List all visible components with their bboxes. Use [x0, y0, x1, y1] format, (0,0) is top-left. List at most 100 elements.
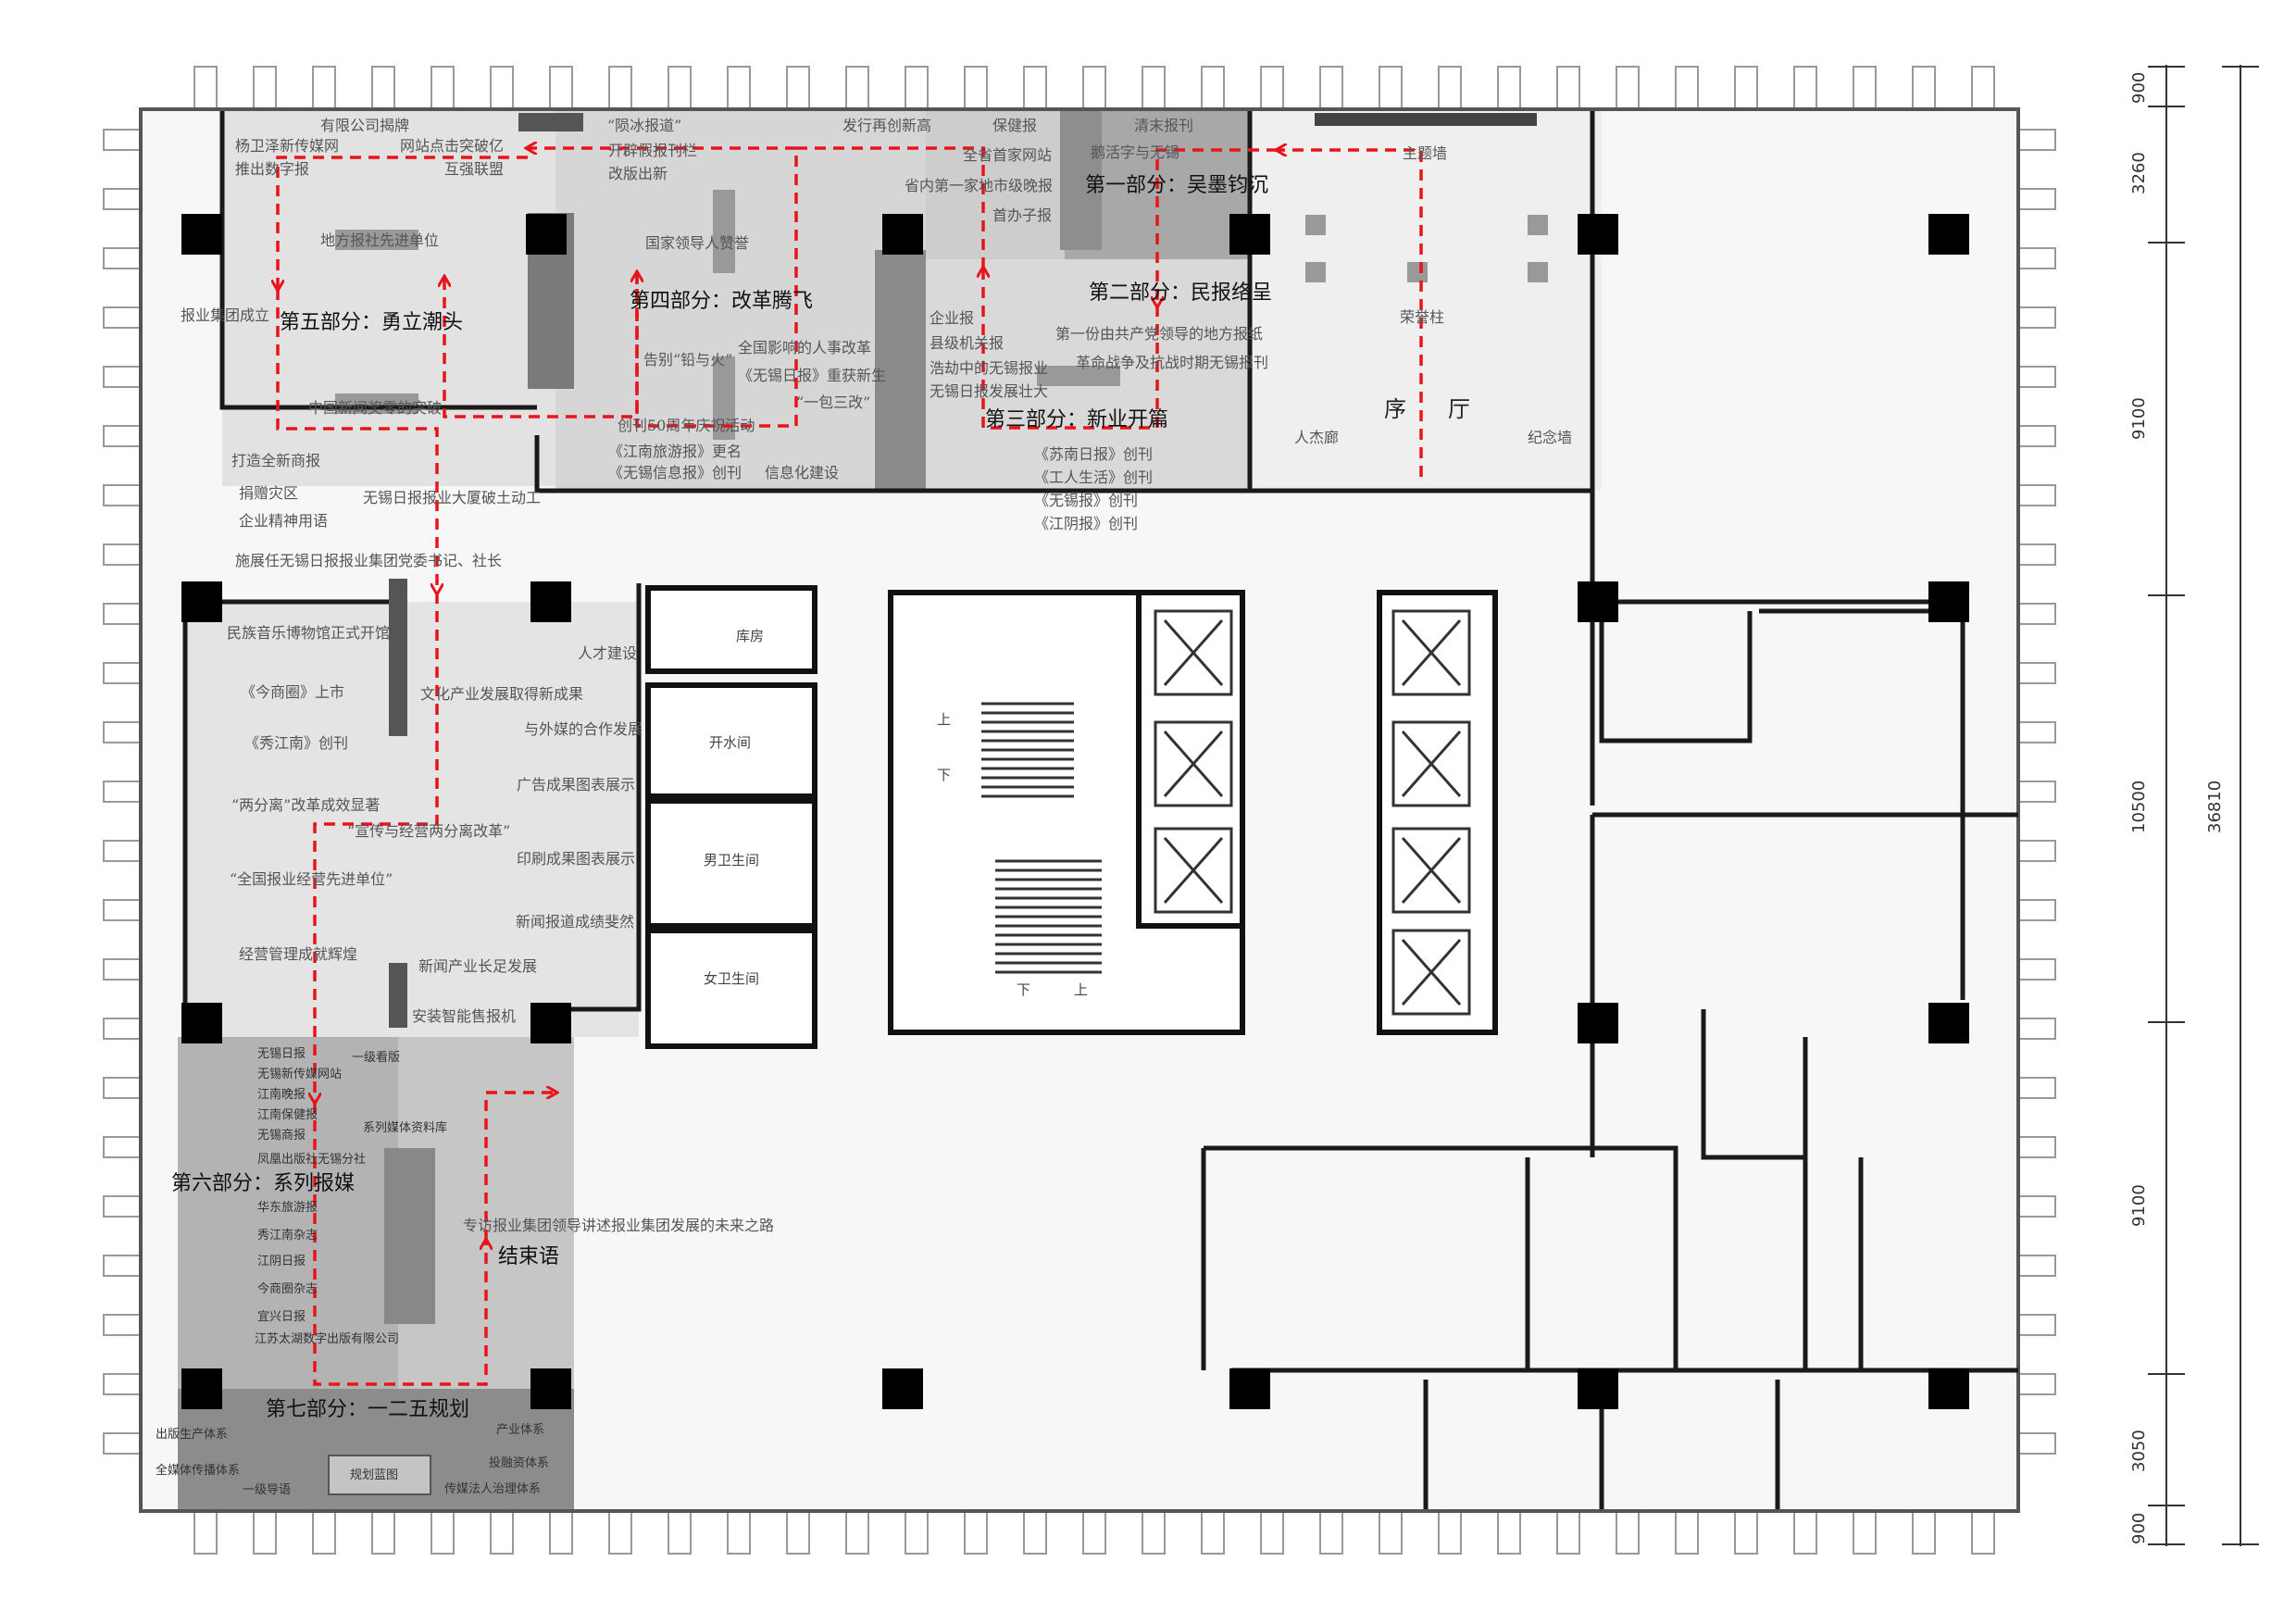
route-part2: [983, 269, 1159, 430]
mullion-bottom: [1260, 1510, 1284, 1555]
mullion-bottom: [1734, 1510, 1758, 1555]
exhibit-label: 地方报社先进单位: [320, 231, 440, 249]
dimension-3050: 3050: [2129, 1430, 2149, 1472]
mullion-right: [2017, 662, 2056, 684]
exhibit-label: 国家领导人赞誉: [645, 234, 750, 252]
mullion-left: [103, 484, 142, 506]
display-pedestal: [1528, 262, 1548, 282]
exhibit-label: 浩劫中的无锡报业: [930, 359, 1049, 377]
mullion-left: [103, 1373, 142, 1395]
mullion-left: [103, 781, 142, 803]
mullion-top: [1734, 66, 1758, 110]
exhibit-label: 全国影响的人事改革: [738, 339, 872, 356]
mullion-bottom: [1379, 1510, 1403, 1555]
exhibit-label: 开辟假报刊栏: [608, 142, 698, 159]
mullion-right: [2017, 129, 2056, 151]
exhibit-label: 企业精神用语: [239, 512, 329, 530]
mullion-right: [2017, 899, 2056, 921]
elevator-cross: [1401, 939, 1462, 1006]
mullion-left: [103, 958, 142, 981]
exhibit-label: 发行再创新高: [842, 117, 932, 134]
zone-lobby: [1250, 111, 1602, 491]
mullion-top: [786, 66, 810, 110]
exhibit-label: 出版生产体系: [156, 1428, 229, 1442]
structural-column: [1229, 214, 1270, 255]
mullion-left: [103, 543, 142, 566]
exhibit-label: “陨冰报道”: [607, 117, 682, 134]
exhibit-label: 无锡新传媒网站: [257, 1068, 343, 1081]
exhibit-label: 安装智能售报机: [412, 1007, 517, 1025]
room-womens: 女卫生间: [704, 970, 760, 987]
mullion-left: [103, 1018, 142, 1040]
mullion-bottom: [727, 1510, 751, 1555]
exhibit-label: 网站点击突破亿: [400, 137, 505, 155]
elevator-car: [1391, 720, 1471, 807]
mullion-top: [1912, 66, 1936, 110]
dimension-total: 36810: [2205, 780, 2225, 833]
mullion-bottom: [905, 1510, 929, 1555]
exhibit-label: 鹅活字与无锡: [1091, 144, 1180, 161]
mullion-left: [103, 306, 142, 329]
mullion-right: [2017, 1018, 2056, 1040]
mullion-top: [608, 66, 632, 110]
display-pedestal: [1528, 215, 1548, 235]
exhibit-label: 省内第一家地市级晚报: [905, 177, 1054, 194]
mullion-left: [103, 425, 142, 447]
mullion-bottom: [1201, 1510, 1225, 1555]
mullion-top: [1793, 66, 1817, 110]
section-part4-title: 第四部分：改革腾飞: [630, 290, 814, 313]
mullion-top: [668, 66, 692, 110]
elevator-car: [1154, 827, 1233, 914]
mullion-left: [103, 1432, 142, 1455]
exhibit-label: “两分离”改革成效显著: [231, 796, 381, 814]
structural-column: [1578, 581, 1618, 622]
walls: [182, 111, 2018, 1509]
mullion-right: [2017, 1255, 2056, 1277]
exhibit-label: 报业集团成立: [181, 306, 270, 324]
exhibit-label: 新闻产业长足发展: [418, 957, 538, 975]
mullion-right: [2017, 425, 2056, 447]
exhibit-label: 人才建设: [578, 644, 638, 662]
structural-column: [1928, 1003, 1969, 1043]
exhibit-label: 秀江南杂志: [257, 1229, 318, 1243]
lobby-title-a: 序: [1384, 396, 1406, 422]
structural-column: [1928, 581, 1969, 622]
plinth-5: [1037, 366, 1120, 386]
route-end: [484, 1093, 555, 1241]
exhibit-label: “一包三改”: [796, 394, 871, 411]
dimension-lines: [2148, 65, 2259, 1546]
exhibit-label: 纪念墙: [1528, 429, 1573, 446]
mullion-left: [103, 1314, 142, 1336]
exhibit-label: 革命战争及抗战时期无锡报刊: [1076, 354, 1269, 371]
mullion-bottom: [1082, 1510, 1106, 1555]
exhibit-label: 一级看版: [352, 1051, 401, 1065]
exhibit-label: 《江阴报》创刊: [1034, 515, 1139, 532]
exhibit-label: 县级机关报: [930, 334, 1004, 352]
mullion-bottom: [786, 1510, 810, 1555]
exhibit-label: 《江南旅游报》更名: [608, 443, 742, 460]
mullion-right: [2017, 1136, 2056, 1158]
storage-room: [645, 585, 817, 674]
long-wall-2: [389, 963, 407, 1028]
elevator-cross: [1163, 731, 1224, 797]
mullion-top: [964, 66, 988, 110]
mullion-right: [2017, 1432, 2056, 1455]
exhibit-label: 专访报业集团领导讲述报业集团发展的未来之路: [463, 1217, 775, 1234]
mullion-bottom: [490, 1510, 514, 1555]
mullion-bottom: [253, 1510, 277, 1555]
section-part6-title: 第六部分：系列报媒: [171, 1172, 356, 1195]
mullion-top: [312, 66, 336, 110]
mullion-right: [2017, 247, 2056, 269]
mullion-right: [2017, 188, 2056, 210]
structural-column: [1578, 1368, 1618, 1409]
mullion-right: [2017, 603, 2056, 625]
exhibit-label: 创刊50周年庆祝活动: [618, 417, 755, 434]
mullion-left: [103, 1195, 142, 1218]
womens-room: [645, 928, 817, 1049]
elevator-cross: [1401, 731, 1462, 797]
exhibit-label: 中国新闻奖零的突破: [308, 399, 443, 417]
exhibit-label: 无锡日报报业大厦破土动工: [363, 489, 542, 506]
mullion-bottom: [1616, 1510, 1640, 1555]
mullion-top: [193, 66, 218, 110]
route-part6: [315, 593, 439, 1102]
